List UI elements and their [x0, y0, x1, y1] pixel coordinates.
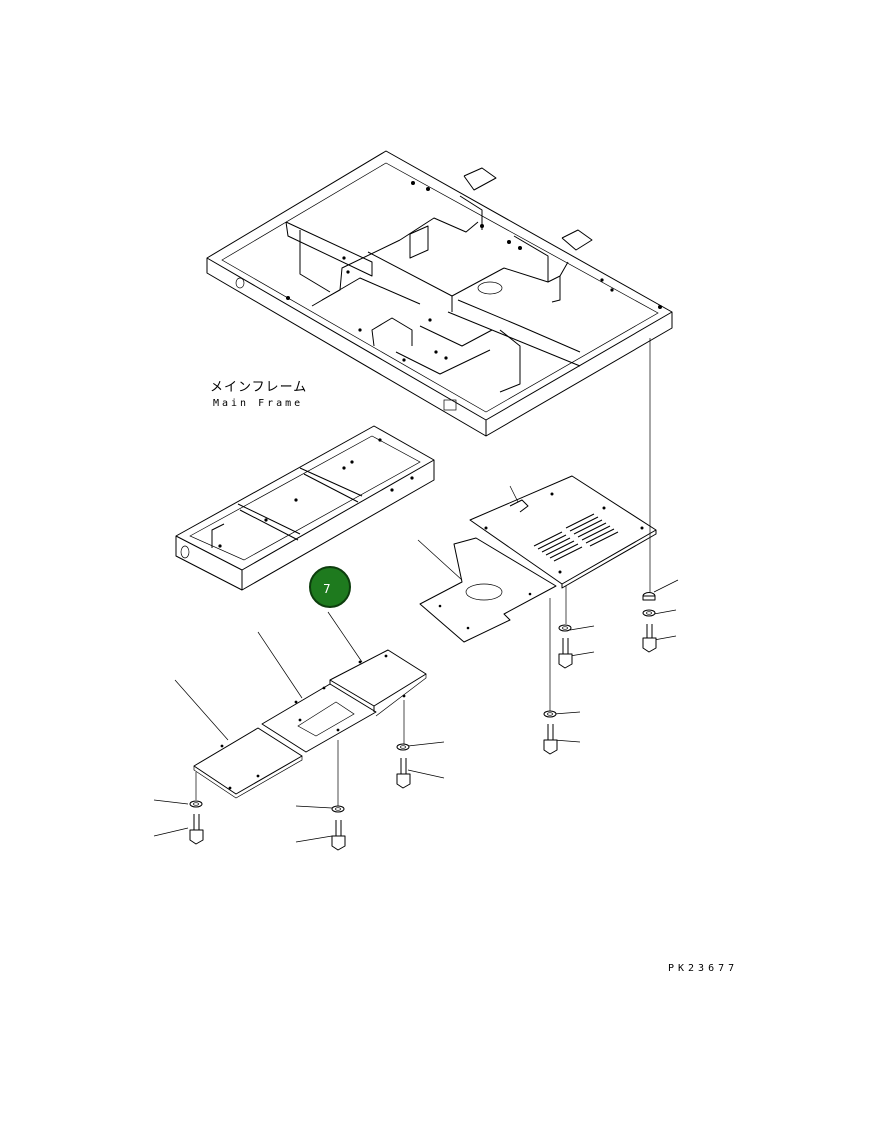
leader-lines: [153, 338, 679, 843]
bolt-stack-center-right-b: [543, 710, 558, 755]
cutout-cover-plate: [417, 537, 557, 643]
callout-number: 7: [323, 582, 331, 596]
drawing-code: PK23677: [668, 963, 739, 974]
grille-cover-plate: [469, 475, 657, 589]
bolt-stack-center-right-a: [558, 624, 573, 669]
callout-badge-7[interactable]: 7: [309, 566, 351, 608]
main-frame: [206, 150, 673, 437]
main-frame-label-japanese: メインフレーム: [210, 380, 308, 395]
fasteners: [189, 592, 657, 851]
bolt-stack-left: [189, 800, 204, 845]
vent-grille: [533, 513, 619, 562]
bolt-stack-lower-middle: [331, 805, 346, 851]
lower-cover-panels: [193, 649, 427, 799]
main-frame-label-english: Main Frame: [213, 398, 304, 409]
sub-frame: [175, 425, 435, 591]
bolt-stack-right: [642, 592, 657, 653]
bolt-stack-center: [396, 743, 411, 789]
